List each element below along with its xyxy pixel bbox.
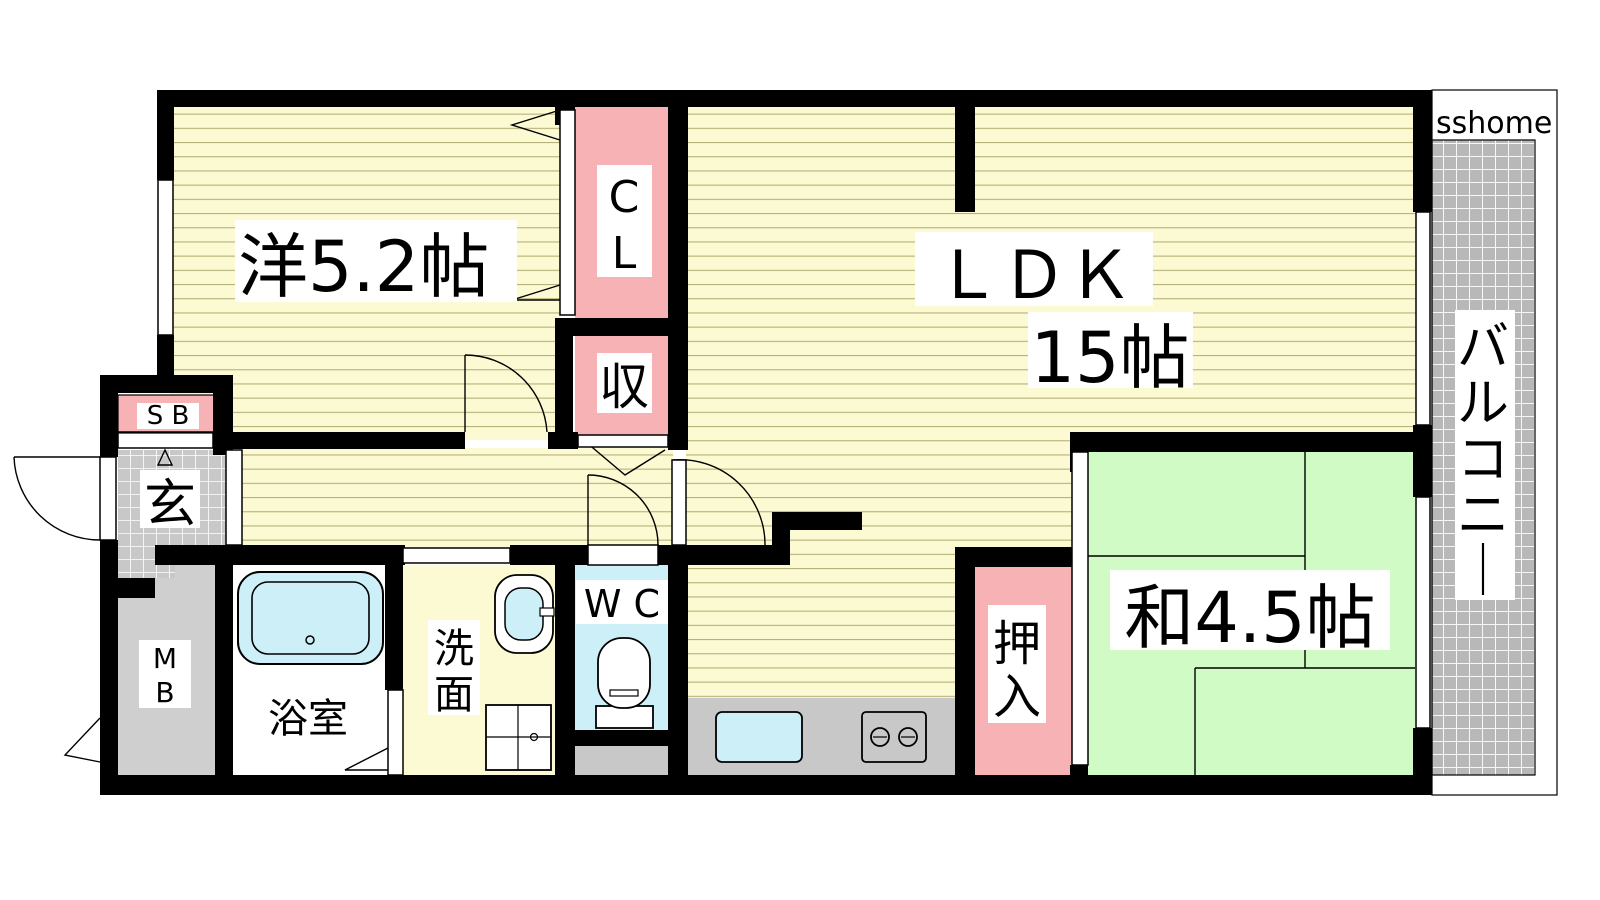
balcony-label-char: ル [1457,374,1513,434]
toilet-label: W C [584,582,660,626]
washroom-label-2: 面 [434,672,474,718]
oshiire-label-1: 押 [993,616,1041,672]
balcony-label-char: コ [1457,430,1513,490]
closet-label-letter: L [612,228,637,279]
balcony-label: バルコニ｜ [1457,318,1513,602]
ldk-label: ＬＤＫ [935,237,1133,314]
tatami-lines [1085,450,1415,775]
washroom-label-1: 洗 [434,626,474,672]
hallway-floor [233,448,673,548]
bath-label: 浴室 [268,696,348,742]
wc-shelf [575,745,672,775]
oshiire-label-2: 入 [993,669,1041,725]
closet-label-letter: C [609,172,640,223]
balcony-label-char: ｜ [1457,542,1513,602]
balcony-label-char: バ [1457,318,1513,378]
toilet-bowl [597,637,651,709]
stove [861,711,927,763]
meter-box-label: M [153,642,177,675]
windows [99,179,1431,766]
storage-label: 収 [599,358,649,416]
ldk-floor [686,105,1420,775]
toilet-tank [595,705,654,729]
meter-box-label-b: B [155,676,174,709]
entrance-label: 玄 [144,475,196,535]
watermark: sshome [1436,106,1552,141]
balcony-label-char: ニ [1457,486,1513,546]
walls [100,90,1432,795]
door-leaves [117,109,687,776]
western-room-label: 洋5.2帖 [238,226,489,308]
shoe-box-label: S B [147,401,190,431]
kitchen-sink [715,711,803,763]
ldk-size-label: 15帖 [1030,317,1189,399]
japanese-room-label: 和4.5帖 [1124,577,1375,659]
